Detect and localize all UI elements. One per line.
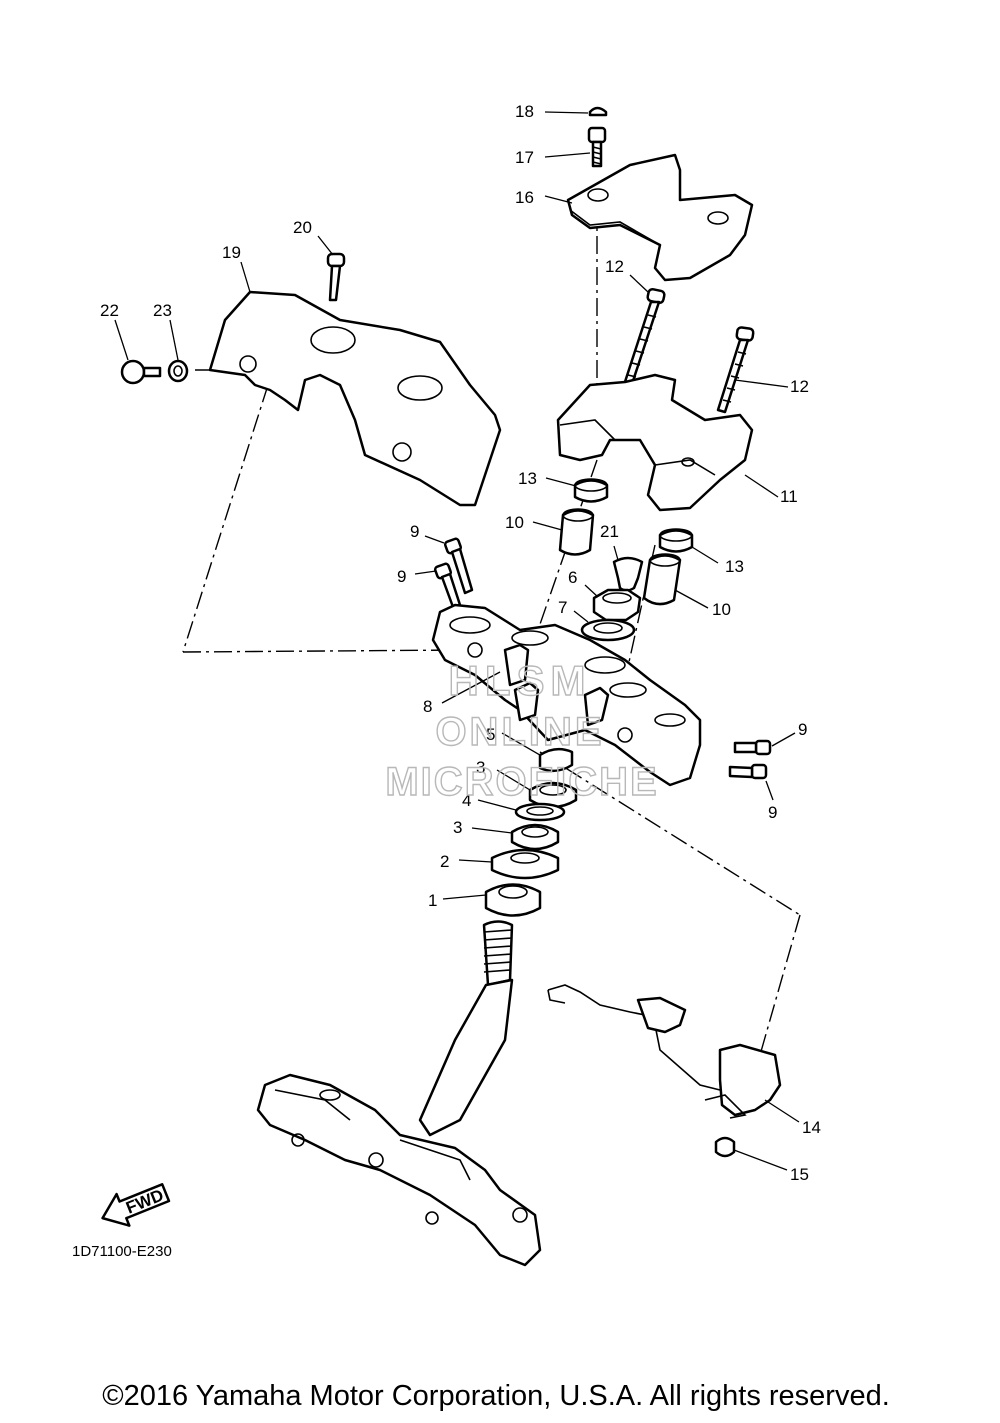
part-2-seal — [490, 848, 560, 880]
callout-22: 22 — [100, 301, 119, 320]
part-20-screw — [326, 252, 346, 302]
part-8-upper-bracket — [431, 603, 702, 787]
fwd-arrow-icon: FWD — [101, 1183, 171, 1227]
callout-20: 20 — [293, 218, 312, 237]
callout-9a: 9 — [410, 522, 419, 541]
part-1-bearing — [484, 883, 542, 917]
watermark-line-1: HLSM — [449, 657, 592, 704]
part-22-bolt — [120, 359, 162, 385]
callout-12a: 12 — [605, 257, 624, 276]
part-19-crown-cover — [208, 290, 502, 507]
part-15-nut — [714, 1136, 736, 1158]
leader-lines — [114, 111, 800, 1171]
callout-9b: 9 — [397, 567, 406, 586]
watermark-line-3: MICROFICHE — [385, 760, 658, 804]
callout-6: 6 — [568, 568, 577, 587]
part-11-lower-holder — [556, 373, 754, 512]
part-9-bolt-c — [733, 739, 772, 756]
callout-17: 17 — [515, 148, 534, 167]
callout-1: 1 — [428, 891, 437, 910]
part-4-lock-washer — [514, 802, 566, 822]
part-9-bolt-b — [433, 562, 462, 609]
callout-12b: 12 — [790, 377, 809, 396]
callout-11: 11 — [780, 487, 798, 506]
part-23-washer — [167, 359, 189, 383]
watermark-line-2: ONLINE — [435, 710, 604, 754]
callout-13b: 13 — [725, 557, 744, 576]
callout-5: 5 — [486, 725, 495, 744]
callout-18: 18 — [515, 102, 534, 121]
callout-10b: 10 — [712, 600, 731, 619]
callout-9d: 9 — [768, 803, 777, 822]
part-9-bolt-a — [443, 537, 474, 595]
callout-15: 15 — [790, 1165, 809, 1184]
part-3-ring-nut-b — [510, 823, 560, 851]
part-13-collar-a — [573, 478, 609, 503]
fwd-arrow-label: FWD — [123, 1186, 166, 1218]
callout-8: 8 — [423, 697, 432, 716]
watermark: HLSM ONLINE MICROFICHE — [385, 656, 658, 804]
diagram-code: 1D71100-E230 — [72, 1243, 172, 1260]
callout-3a: 3 — [476, 758, 485, 777]
part-17-bolt — [587, 126, 607, 168]
callout-9c: 9 — [798, 720, 807, 739]
callout-13a: 13 — [518, 469, 537, 488]
callout-14: 14 — [802, 1118, 821, 1137]
part-10-damper-a — [558, 508, 595, 556]
callout-2: 2 — [440, 852, 449, 871]
part-18-cap — [588, 106, 608, 117]
part-9-bolt-d — [728, 763, 768, 780]
part-13-collar-b — [658, 528, 694, 553]
part-21-collar — [612, 556, 644, 592]
callout-19: 19 — [222, 243, 241, 262]
callout-labels: 1 2 3 3 4 5 6 7 8 9 9 9 9 10 10 11 12 12… — [100, 102, 821, 1184]
copyright-notice: ©2016 Yamaha Motor Corporation, U.S.A. A… — [102, 1380, 890, 1412]
part-12-bolt-b — [716, 326, 755, 414]
callout-3b: 3 — [453, 818, 462, 837]
part-14-cable-holder — [547, 984, 782, 1119]
callout-4: 4 — [462, 791, 471, 810]
part-16-upper-clamp — [566, 153, 754, 282]
part-7-washer — [580, 618, 636, 642]
callout-21: 21 — [600, 522, 619, 541]
part-10-damper-b — [642, 553, 682, 606]
part-5-washer — [538, 747, 574, 773]
lower-bracket-stem — [256, 920, 542, 1267]
assembly-lines — [182, 205, 801, 1056]
callout-7: 7 — [558, 598, 567, 617]
callout-10a: 10 — [505, 513, 524, 532]
part-6-nut — [592, 588, 642, 622]
callout-16: 16 — [515, 188, 534, 207]
callout-23: 23 — [153, 301, 172, 320]
